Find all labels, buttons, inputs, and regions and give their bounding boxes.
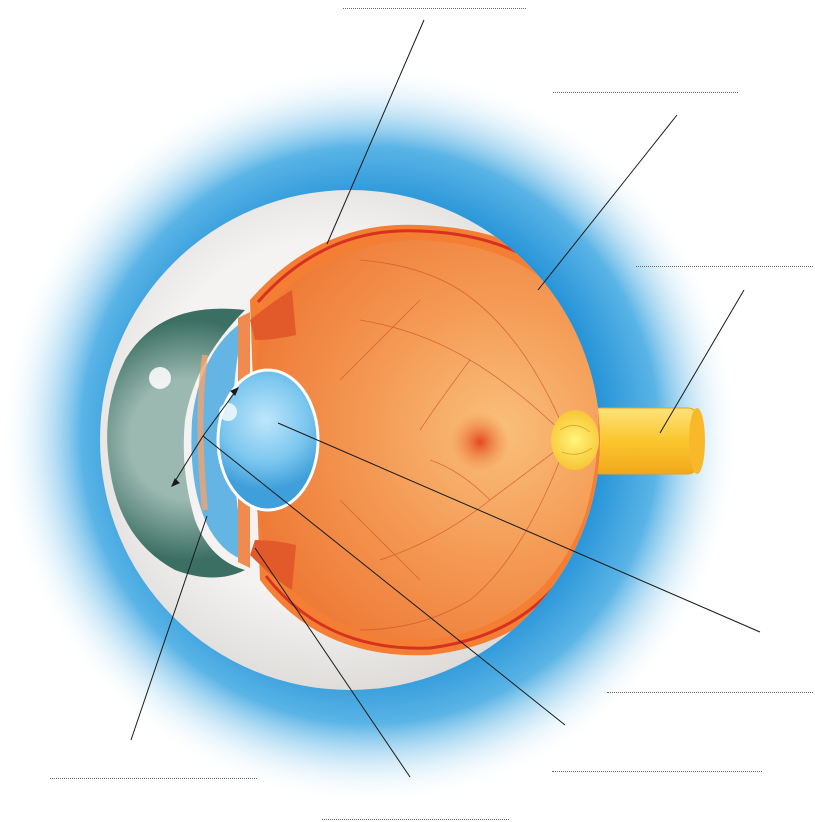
label-blank-top[interactable] (343, 8, 526, 9)
label-blank-bottom-left[interactable] (50, 778, 257, 779)
optic-nerve (590, 408, 705, 474)
cornea-highlight (149, 367, 171, 389)
label-blank-lower-right[interactable] (607, 692, 813, 693)
label-blank-right[interactable] (636, 266, 813, 267)
macula (450, 412, 510, 472)
label-blank-bottom-center[interactable] (322, 819, 509, 820)
lens-highlight (219, 403, 237, 421)
optic-disc (551, 410, 599, 470)
label-blank-bottom-right[interactable] (552, 771, 762, 772)
label-blank-upper-right[interactable] (553, 92, 738, 93)
